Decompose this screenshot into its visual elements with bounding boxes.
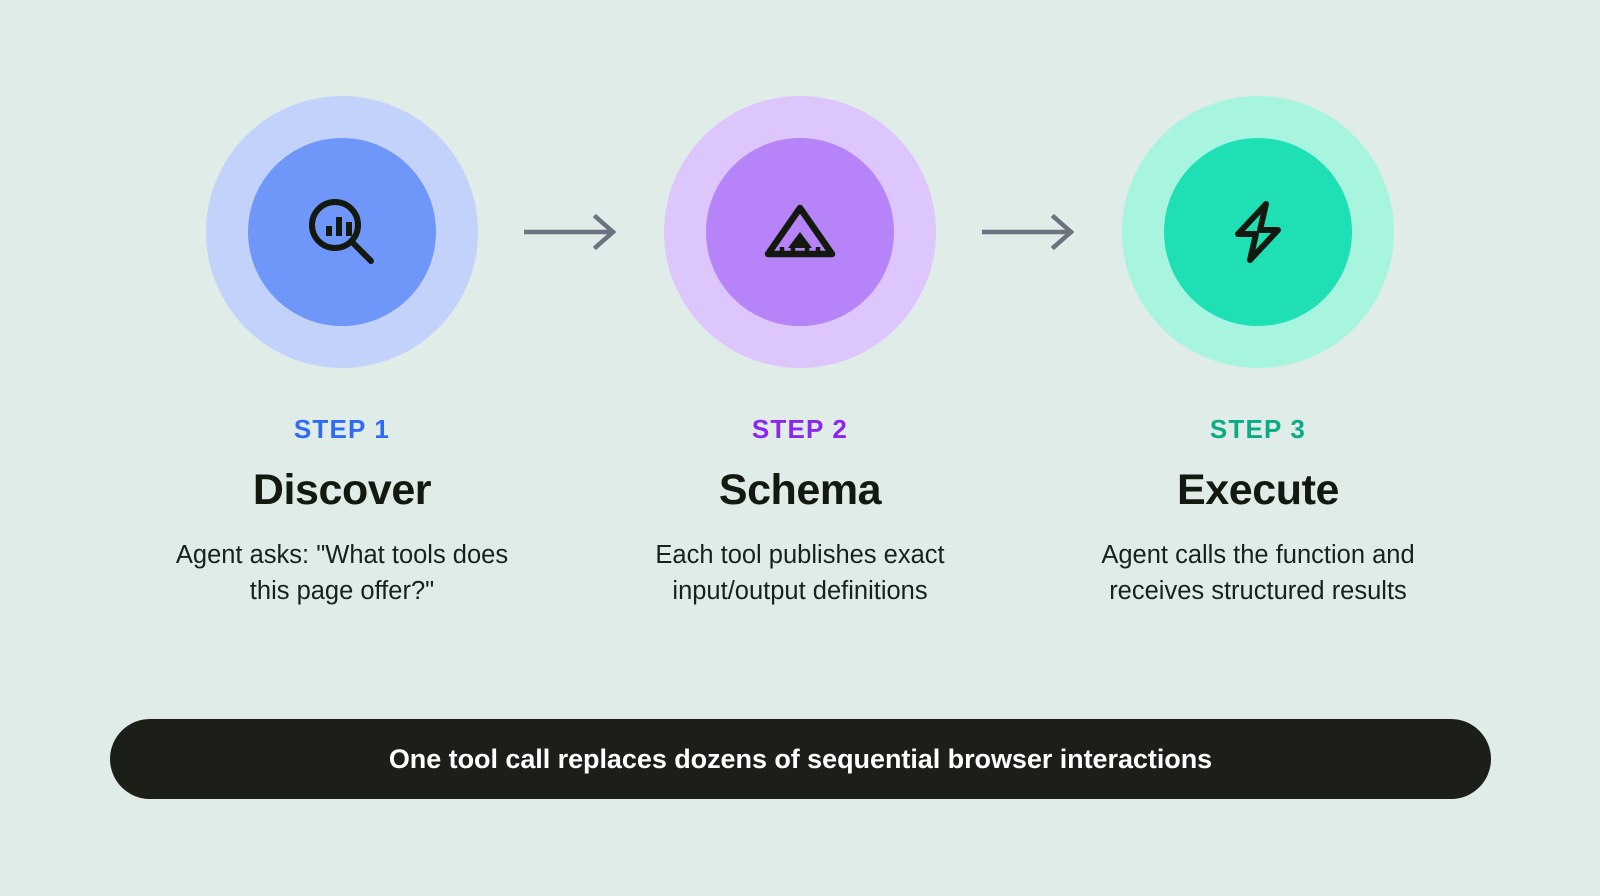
step-1-title: Discover [252, 466, 432, 514]
summary-banner: One tool call replaces dozens of sequent… [110, 719, 1491, 799]
step-card-discover: STEP 1 Discover Agent asks: "What tools … [172, 96, 512, 610]
step-3-description: Agent calls the function and receives st… [1101, 541, 1415, 606]
step-3-title: Execute [1177, 466, 1339, 514]
step-1-disc [248, 138, 436, 326]
connector-arrow-2 [970, 96, 1088, 368]
triangle-ruler-icon [758, 190, 842, 274]
step-2-disc [706, 138, 894, 326]
step-1-description: Agent asks: "What tools does this page o… [175, 541, 509, 606]
step-3-disc [1164, 138, 1352, 326]
step-2-description: Each tool publishes exact input/output d… [655, 541, 945, 606]
step-2-halo [664, 96, 936, 368]
arrow-right-icon [524, 213, 617, 251]
arrow-right-icon [982, 213, 1075, 251]
step-2-label: STEP 2 [751, 414, 849, 444]
step-card-schema: STEP 2 Schema Each tool publishes exact … [630, 96, 970, 610]
step-3-label: STEP 3 [1209, 414, 1307, 444]
step-1-label: STEP 1 [293, 414, 391, 444]
lightning-bolt-icon [1216, 190, 1300, 274]
magnifier-bar-chart-icon [300, 190, 384, 274]
step-2-title: Schema [718, 466, 882, 514]
step-card-execute: STEP 3 Execute Agent calls the function … [1088, 96, 1428, 610]
step-1-halo [206, 96, 478, 368]
summary-banner-text: One tool call replaces dozens of sequent… [388, 743, 1213, 774]
steps-row: STEP 1 Discover Agent asks: "What tools … [0, 96, 1600, 686]
connector-arrow-1 [512, 96, 630, 368]
step-3-halo [1122, 96, 1394, 368]
